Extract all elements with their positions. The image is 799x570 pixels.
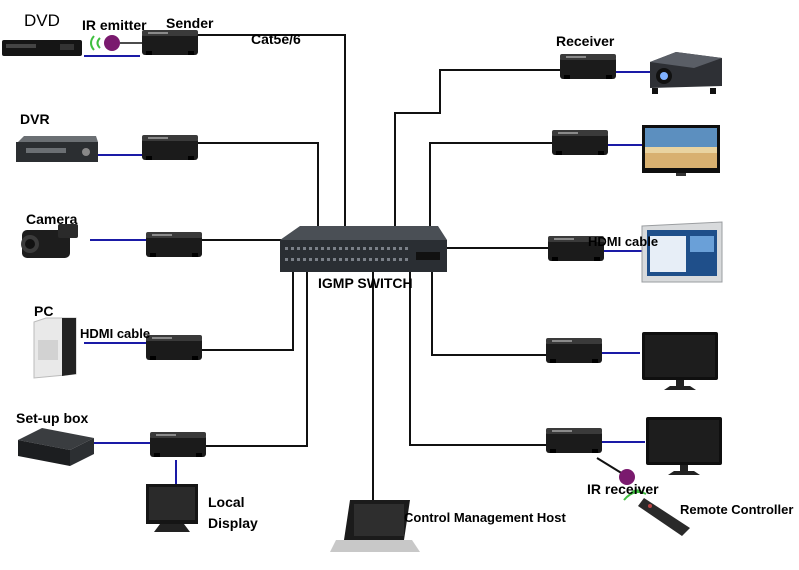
receiver-label: Receiver	[556, 33, 615, 49]
sender-label: Sender	[166, 15, 214, 31]
sender-box-setup	[150, 432, 206, 457]
dvd-label: DVD	[24, 11, 60, 30]
setup-box-label: Set-up box	[16, 410, 89, 426]
local-label: Local	[208, 494, 245, 510]
pc-tower-icon	[33, 317, 77, 379]
network-switch-icon	[280, 226, 447, 272]
dvr-label: DVR	[20, 111, 50, 127]
sender-box-dvr	[142, 135, 198, 160]
control-host-label: Control Management Host	[404, 510, 566, 525]
ir-emitter-icon	[90, 35, 144, 51]
hdmi-cable-label-right: HDMI cable	[588, 234, 658, 249]
remote-control-icon	[623, 489, 690, 536]
igmp-switch-label: IGMP SWITCH	[318, 275, 413, 291]
sender-box-pc	[146, 335, 202, 360]
dvd-player-icon	[2, 40, 82, 56]
ir-receiver-icon	[596, 457, 635, 485]
receiver-box-tv3	[546, 428, 602, 453]
camera-icon	[21, 224, 78, 258]
hdmi-cables	[84, 55, 650, 485]
cat-cable-label: Cat5e/6	[251, 31, 301, 47]
pc-label: PC	[34, 303, 53, 319]
ir-receiver-label: IR receiver	[587, 481, 659, 497]
tv-ui-screen-icon	[641, 221, 723, 283]
cat-cables	[180, 34, 567, 505]
projector-icon	[650, 52, 722, 94]
remote-controller-label: Remote Controller	[680, 502, 793, 517]
dvr-icon	[16, 136, 98, 162]
setup-box-icon	[18, 428, 94, 466]
receiver-box-monitor	[546, 338, 602, 363]
camera-label: Camera	[26, 211, 78, 227]
laptop-icon	[330, 500, 420, 552]
ir-emitter-label: IR emitter	[82, 17, 147, 33]
local-display-monitor-icon	[146, 484, 198, 532]
sender-box-dvd	[142, 30, 198, 55]
tv-screen-icon	[642, 125, 720, 176]
receiver-box-tv1	[552, 130, 608, 155]
hdmi-cable-label-left: HDMI cable	[80, 326, 150, 341]
sender-box-camera	[146, 232, 202, 257]
display-label: Display	[208, 515, 258, 531]
receiver-box-projector	[560, 54, 616, 79]
monitor-icon	[642, 332, 718, 390]
monitor-tv3-icon	[646, 417, 722, 475]
